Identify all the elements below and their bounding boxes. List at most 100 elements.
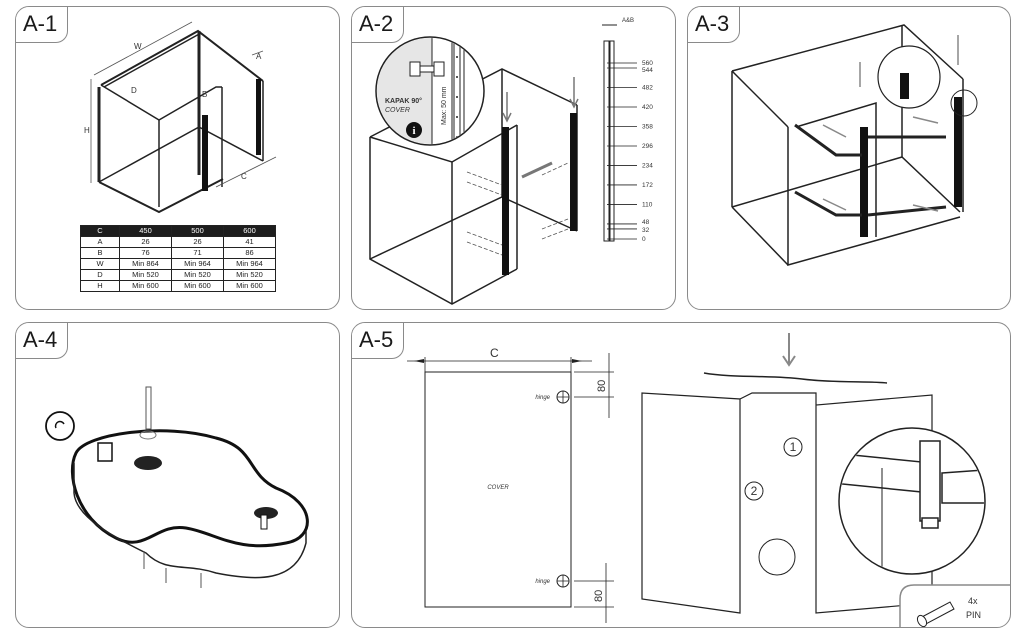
panel-a4: A-4 bbox=[15, 322, 340, 628]
rail-mark-label: 482 bbox=[642, 85, 653, 92]
dimension-table: C 450 500 600 A 26 26 41 B 76 71 86 W Mi… bbox=[80, 225, 276, 292]
dim-c: C bbox=[490, 346, 499, 360]
max-depth-label: Max: 50 mm bbox=[441, 86, 448, 125]
cell: Min 964 bbox=[223, 258, 276, 270]
door-hinge-drawing: COVER C hinge 80 hinge 80 1 2 bbox=[407, 333, 1010, 627]
rail-mark-label: 420 bbox=[642, 104, 653, 111]
kidney-shelf bbox=[70, 429, 309, 548]
shelf-assembly-drawing bbox=[45, 386, 309, 588]
rail-front bbox=[860, 127, 868, 237]
header-cell: 600 bbox=[223, 225, 276, 237]
dim-bottom-80: 80 bbox=[593, 590, 605, 602]
table-row: W Min 864 Min 964 Min 964 bbox=[80, 258, 276, 270]
pin-icon bbox=[916, 601, 955, 627]
table-row: H Min 600 Min 600 Min 600 bbox=[80, 280, 276, 292]
dim-top-80: 80 bbox=[596, 380, 608, 392]
screwdriver-icon bbox=[521, 161, 553, 179]
dim-h: H bbox=[84, 126, 90, 135]
table-row: A 26 26 41 bbox=[80, 236, 276, 248]
panel-label: A-5 bbox=[352, 323, 405, 359]
header-cell: 450 bbox=[119, 225, 172, 237]
rail-b bbox=[202, 115, 208, 191]
magnet-callout-icon bbox=[45, 411, 75, 441]
table-row: B 76 71 86 bbox=[80, 247, 276, 259]
table-row: D Min 520 Min 520 Min 520 bbox=[80, 269, 276, 281]
cell: A bbox=[80, 236, 120, 248]
rail-front bbox=[502, 127, 509, 275]
cell: Min 600 bbox=[171, 280, 224, 292]
rail-mark-label: 48 bbox=[642, 219, 650, 226]
rail-mark-label: 110 bbox=[642, 201, 653, 208]
hinge-icon bbox=[409, 61, 421, 77]
info-icon-glyph: i bbox=[412, 125, 415, 137]
down-arrow-icon bbox=[782, 333, 796, 367]
dim-a: A bbox=[256, 52, 262, 61]
swing-arms bbox=[794, 123, 947, 217]
panel-label: A-4 bbox=[16, 323, 69, 359]
cell: H bbox=[80, 280, 120, 292]
cell: 26 bbox=[119, 236, 172, 248]
dim-w: W bbox=[134, 42, 142, 51]
cell: Min 964 bbox=[171, 258, 224, 270]
cover-label: COVER bbox=[487, 485, 509, 491]
header-cell: 500 bbox=[171, 225, 224, 237]
panel-label: A-2 bbox=[352, 7, 405, 43]
rail-mark-label: 296 bbox=[642, 143, 653, 150]
cell: Min 520 bbox=[119, 269, 172, 281]
rail-back bbox=[570, 113, 577, 231]
rail-mark-label: 172 bbox=[642, 182, 653, 189]
rail-mark-label: 560 bbox=[642, 60, 653, 67]
panel-label: A-1 bbox=[16, 7, 69, 43]
hub-plate bbox=[134, 456, 162, 470]
cell: 71 bbox=[171, 247, 224, 259]
door-left bbox=[641, 392, 741, 614]
panel-a3: A-3 bbox=[687, 6, 1011, 310]
header-cell: C bbox=[80, 225, 120, 237]
panel-a2: A-2 bbox=[351, 6, 676, 310]
rail-header: A&B bbox=[622, 18, 634, 24]
cell: 26 bbox=[171, 236, 224, 248]
rail-a bbox=[256, 79, 261, 155]
dim-c: C bbox=[241, 172, 247, 181]
arrow-icon bbox=[822, 35, 959, 212]
dim-b: B bbox=[202, 90, 207, 99]
pin-quantity: 4x bbox=[968, 596, 978, 606]
step-1-badge bbox=[783, 437, 803, 457]
rail-mark-label: 0 bbox=[642, 236, 646, 243]
table-header: C 450 500 600 bbox=[80, 225, 276, 237]
cell: D bbox=[80, 269, 120, 281]
hub-plate-rear bbox=[254, 507, 278, 519]
rail-back bbox=[954, 97, 962, 207]
pin-label: PIN bbox=[966, 610, 981, 620]
screwdriver-icon bbox=[145, 386, 152, 430]
panel-a1: A-1 W D bbox=[15, 6, 340, 310]
rail-mark-label: 234 bbox=[642, 162, 653, 169]
cell: 76 bbox=[119, 247, 172, 259]
cell: 41 bbox=[223, 236, 276, 248]
hinge-label-bottom: hinge bbox=[535, 579, 550, 585]
step-1-number: 1 bbox=[790, 440, 797, 454]
cabinet-dimension-drawing: W D H A B C bbox=[84, 21, 277, 214]
rail-mark-label: 544 bbox=[642, 67, 653, 74]
callout-subtitle: COVER bbox=[385, 107, 410, 114]
cell: 86 bbox=[223, 247, 276, 259]
callout-title: KAPAK 90° bbox=[385, 97, 422, 105]
rail-mark-label: 358 bbox=[642, 123, 653, 130]
step-2-number: 2 bbox=[751, 484, 758, 498]
cell: Min 864 bbox=[119, 258, 172, 270]
panel-label: A-3 bbox=[688, 7, 741, 43]
cell: Min 600 bbox=[223, 280, 276, 292]
rail-mark-label: 32 bbox=[642, 227, 650, 234]
cell: Min 600 bbox=[119, 280, 172, 292]
panel-a5: A-5 COVER C hinge 80 hinge 80 1 bbox=[351, 322, 1011, 628]
info-icon bbox=[406, 122, 422, 138]
step-2-badge bbox=[744, 481, 764, 501]
dim-d: D bbox=[131, 86, 137, 95]
cell: Min 520 bbox=[223, 269, 276, 281]
cover-panel bbox=[424, 371, 572, 608]
corner-unit-install-drawing bbox=[731, 24, 978, 266]
cell: W bbox=[80, 258, 120, 270]
bracket-icon bbox=[97, 442, 113, 462]
